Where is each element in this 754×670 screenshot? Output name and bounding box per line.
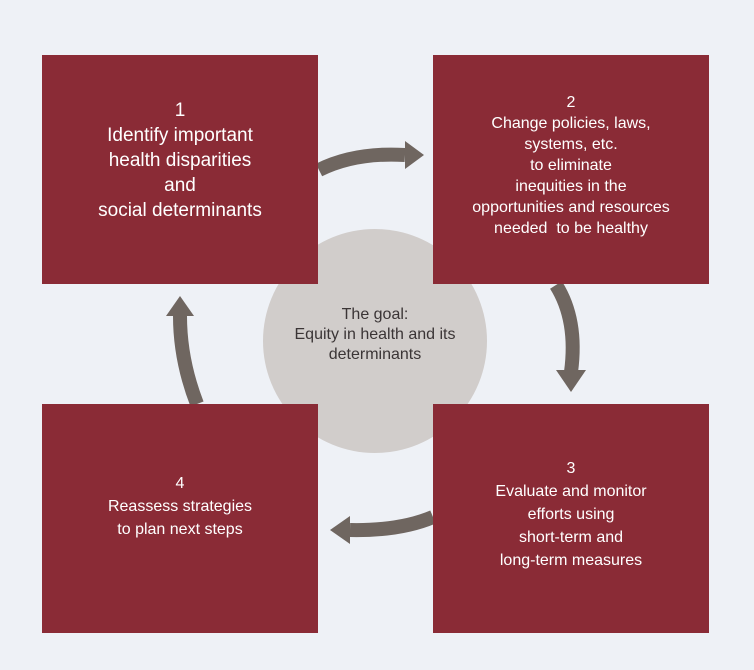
step-line: and [164,175,196,196]
goal-label: The goal: Equity in health and its deter… [263,305,487,365]
step-line: opportunities and resources [472,199,670,216]
step-line: short-term and [518,529,624,546]
arrow-1-to-2-head [405,141,424,169]
step-3-box: 3 Evaluate and monitor efforts using sho… [433,404,709,633]
step-line: needed to be healthy [494,220,648,237]
step-line: to plan next steps [117,521,243,538]
arrow-4-to-1 [173,315,204,407]
arrow-2-to-3 [549,281,580,373]
goal-line: determinants [328,346,422,363]
step-line: efforts using [527,506,615,523]
step-number: 2 [566,94,576,111]
arrow-3-to-4 [349,510,436,538]
step-number: 3 [566,460,576,477]
arrow-2-to-3-head [556,370,586,392]
step-line: systems, etc. [524,136,618,153]
step-line: to eliminate [530,157,612,174]
step-2-box: 2 Change policies, laws, systems, etc. t… [433,55,709,284]
step-4-box: 4 Reassess strategies to plan next steps [42,404,318,633]
step-line: inequities in the [515,178,627,195]
step-line: Change policies, laws, [491,115,651,132]
arrow-4-to-1-head [166,296,194,316]
step-line: Reassess strategies [107,498,253,515]
step-line: health disparities [108,150,252,171]
step-number: 1 [174,100,186,121]
step-1-box: 1 Identify important health disparities … [42,55,318,284]
step-line: long-term measures [499,552,643,569]
arrow-1-to-2 [315,147,406,177]
step-number: 4 [175,475,185,492]
goal-line: The goal: [341,306,409,323]
step-line: Evaluate and monitor [495,483,647,500]
goal-line: Equity in health and its [294,326,456,343]
step-line: Identify important [107,125,253,146]
step-line: social determinants [98,200,262,221]
arrow-3-to-4-head [330,516,350,544]
